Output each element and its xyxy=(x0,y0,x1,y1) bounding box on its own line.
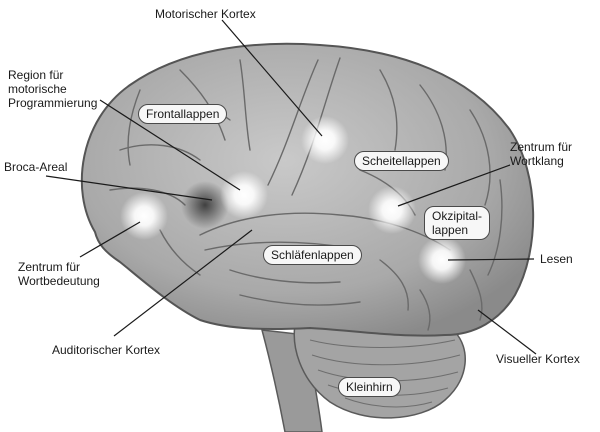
label-auditorischer-kortex: Auditorischer Kortex xyxy=(52,343,161,357)
label-zentrum-wortklang: Zentrum für Wortklang xyxy=(510,140,573,168)
label-zentrum-wortbedeutung: Zentrum für Wortbedeutung xyxy=(18,260,100,288)
label-region-motorische-programmierung: Region für motorische Programmierung xyxy=(8,68,98,110)
lobe-schlaefenlappen: Schläfenlappen xyxy=(263,245,362,265)
activation-spots xyxy=(120,116,466,284)
label-visueller-kortex: Visueller Kortex xyxy=(496,352,580,366)
lobe-okzipitallappen: Okzipital- lappen xyxy=(424,206,491,240)
label-broca-areal: Broca-Areal xyxy=(4,160,68,174)
lobe-frontallappen: Frontallappen xyxy=(138,104,228,124)
lobe-scheitellappen: Scheitellappen xyxy=(354,151,449,171)
label-lesen: Lesen xyxy=(540,252,573,266)
broca-area-shading xyxy=(181,181,229,229)
leader-lines xyxy=(45,19,537,355)
label-motorischer-kortex: Motorischer Kortex xyxy=(155,7,256,21)
lobe-kleinhirn: Kleinhirn xyxy=(338,377,401,397)
